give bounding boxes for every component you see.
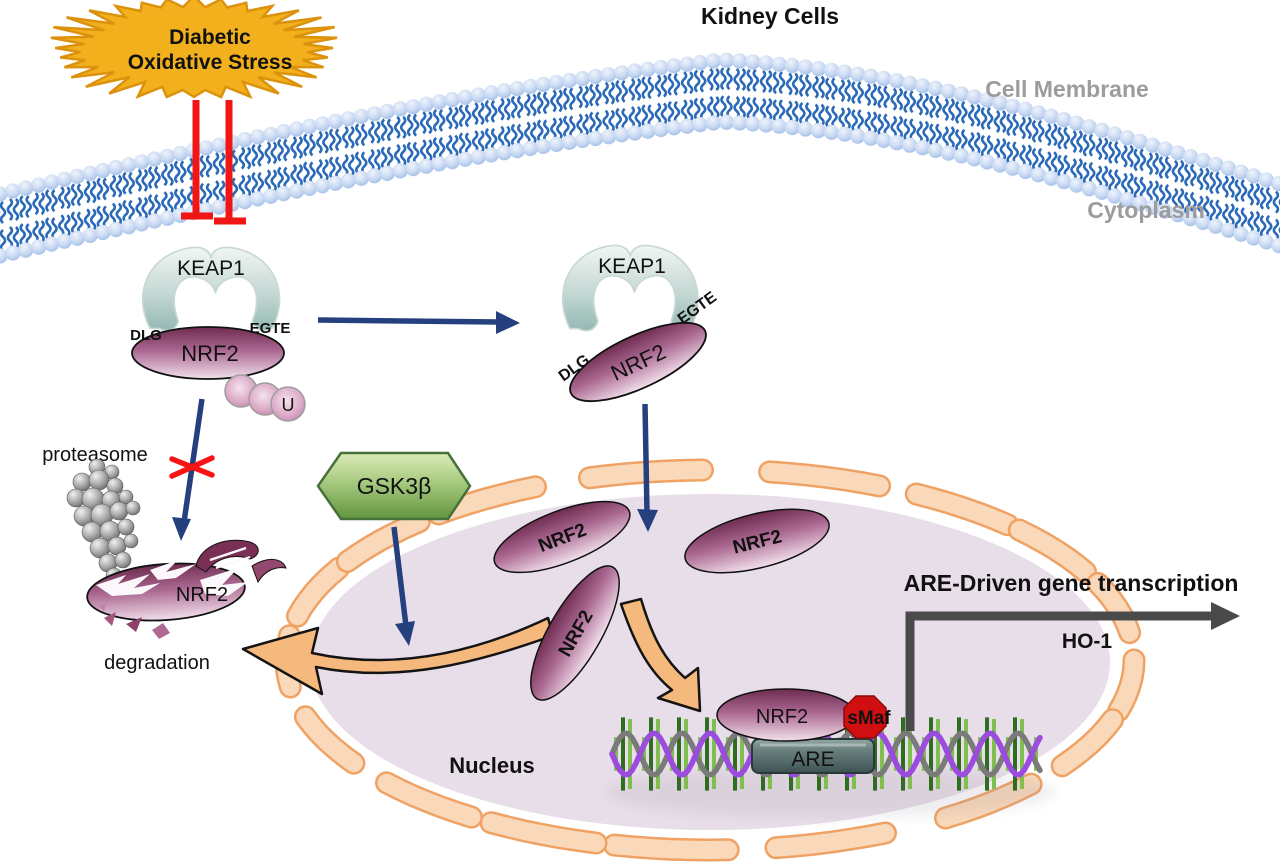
svg-text:ARE: ARE	[791, 748, 834, 771]
stress-line2: Oxidative Stress	[128, 51, 293, 74]
nrf2-at-are: NRF2	[716, 688, 856, 742]
blocked-x-icon	[169, 455, 215, 479]
oxidative-stress-burst	[50, 0, 338, 99]
ubiquitin-chain: U	[224, 374, 306, 422]
keap1-nrf2-complex-bound: KEAP1 NRF2 DLG EGTE U	[130, 246, 306, 422]
gsk3b-action-arrow	[391, 526, 415, 646]
dlg-motif: DLG	[130, 327, 162, 344]
egte-motif: EGTE	[250, 320, 291, 337]
cell-membrane-label: Cell Membrane	[985, 76, 1149, 102]
transcription-arrow	[905, 602, 1240, 731]
to-are-arrow	[619, 597, 702, 713]
nrf2-label: NRF2	[176, 584, 228, 606]
cytoplasm-label: Cytoplasm	[1087, 197, 1205, 223]
proteasome-label: proteasome	[42, 444, 148, 466]
transcription-label: ARE-Driven gene transcription	[904, 570, 1239, 596]
keap1-release-arrow	[317, 311, 520, 334]
svg-text:NRF2: NRF2	[756, 706, 808, 728]
nrf2-label: NRF2	[181, 341, 238, 366]
degradation-label: degradation	[104, 652, 210, 674]
ho1-label: HO-1	[1062, 630, 1112, 653]
keap1-nrf2-complex-released: KEAP1 NRF2 DLG EGTE	[556, 244, 720, 403]
stress-line1: Diabetic	[169, 26, 251, 49]
nuclear-nrf2-1: NRF2	[493, 500, 631, 574]
keap1-label: KEAP1	[598, 255, 666, 278]
inhibition-bar-right	[214, 100, 246, 225]
cell-membrane-bilayer	[0, 52, 1280, 264]
svg-text:GSK3β: GSK3β	[357, 473, 432, 499]
proteasome-spheres	[66, 458, 141, 585]
gsk3b-enzyme: GSK3β	[316, 451, 472, 521]
nucleus-label: Nucleus	[449, 753, 535, 778]
nuclear-nrf2-3: NRF2	[684, 508, 830, 574]
are-element: ARE	[751, 738, 875, 774]
smaf-protein: sMaf	[843, 695, 891, 739]
smaf-label: sMaf	[847, 708, 891, 729]
to-degradation-arrow	[172, 398, 205, 541]
keap1-label: KEAP1	[177, 257, 245, 280]
figure-title: Kidney Cells	[701, 3, 839, 29]
nuclear-import-arrow	[637, 403, 658, 532]
dna-shadow	[605, 766, 1055, 818]
inhibition-bar-left	[181, 100, 213, 220]
ubiquitin-label: U	[282, 395, 295, 415]
degraded-nrf2: NRF2	[86, 539, 287, 639]
nuclear-nrf2-2: NRF2	[530, 565, 620, 701]
